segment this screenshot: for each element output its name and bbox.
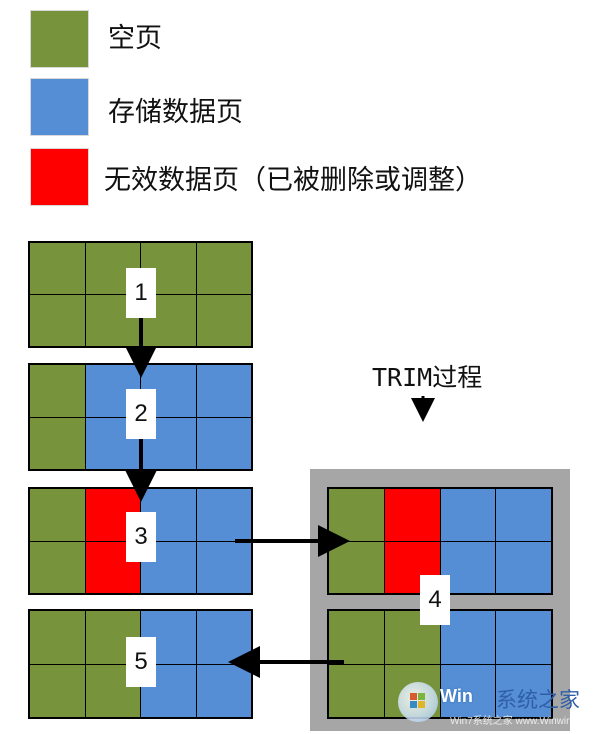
page-cell-valid <box>196 489 251 541</box>
page-cell-valid <box>496 489 551 541</box>
windows-logo-icon <box>398 682 438 722</box>
page-cell-valid <box>440 489 496 541</box>
page-cell-empty <box>329 611 384 664</box>
page-cell-empty <box>30 489 85 541</box>
page-cell-valid <box>496 611 551 664</box>
legend-swatch-empty <box>30 10 89 68</box>
step-badge-4: 4 <box>420 575 450 625</box>
step-badge-5: 5 <box>126 637 156 687</box>
watermark-brand: 系统之家 <box>496 688 580 712</box>
page-cell-empty <box>196 243 251 294</box>
page-cell-empty <box>30 417 85 469</box>
legend-label-valid: 存储数据页 <box>108 97 243 128</box>
step-badge-3: 3 <box>126 512 156 562</box>
page-cell-valid <box>196 417 251 469</box>
watermark-logo-text: Win <box>440 686 473 706</box>
page-cell-empty <box>30 295 85 346</box>
windows-flag-icon <box>410 693 425 708</box>
block-5 <box>28 609 253 719</box>
legend-swatch-invalid <box>30 148 89 206</box>
step-badge-1: 1 <box>126 268 156 318</box>
page-cell-valid <box>496 541 551 593</box>
page-cell-empty <box>30 611 85 664</box>
page-cell-valid <box>440 664 496 717</box>
page-cell-empty <box>30 365 85 417</box>
block-4-top <box>327 487 553 595</box>
page-cell-valid <box>496 664 551 717</box>
step-badge-2: 2 <box>126 389 156 439</box>
legend-swatch-valid <box>30 78 89 136</box>
page-cell-invalid <box>384 489 440 541</box>
page-cell-valid <box>196 541 251 593</box>
page-cell-empty <box>196 295 251 346</box>
page-cell-valid <box>196 365 251 417</box>
page-cell-empty <box>30 243 85 294</box>
legend-label-empty: 空页 <box>108 23 162 54</box>
legend-label-invalid: 无效数据页（已被删除或调整） <box>104 165 482 196</box>
page-cell-empty <box>30 664 85 717</box>
trim-title: TRIM过程 <box>372 363 483 392</box>
block-4-bottom <box>327 609 553 719</box>
page-cell-empty <box>30 541 85 593</box>
page-cell-empty <box>329 664 384 717</box>
watermark-url: Win7系统之家 www.Winwin7.com <box>450 716 599 727</box>
